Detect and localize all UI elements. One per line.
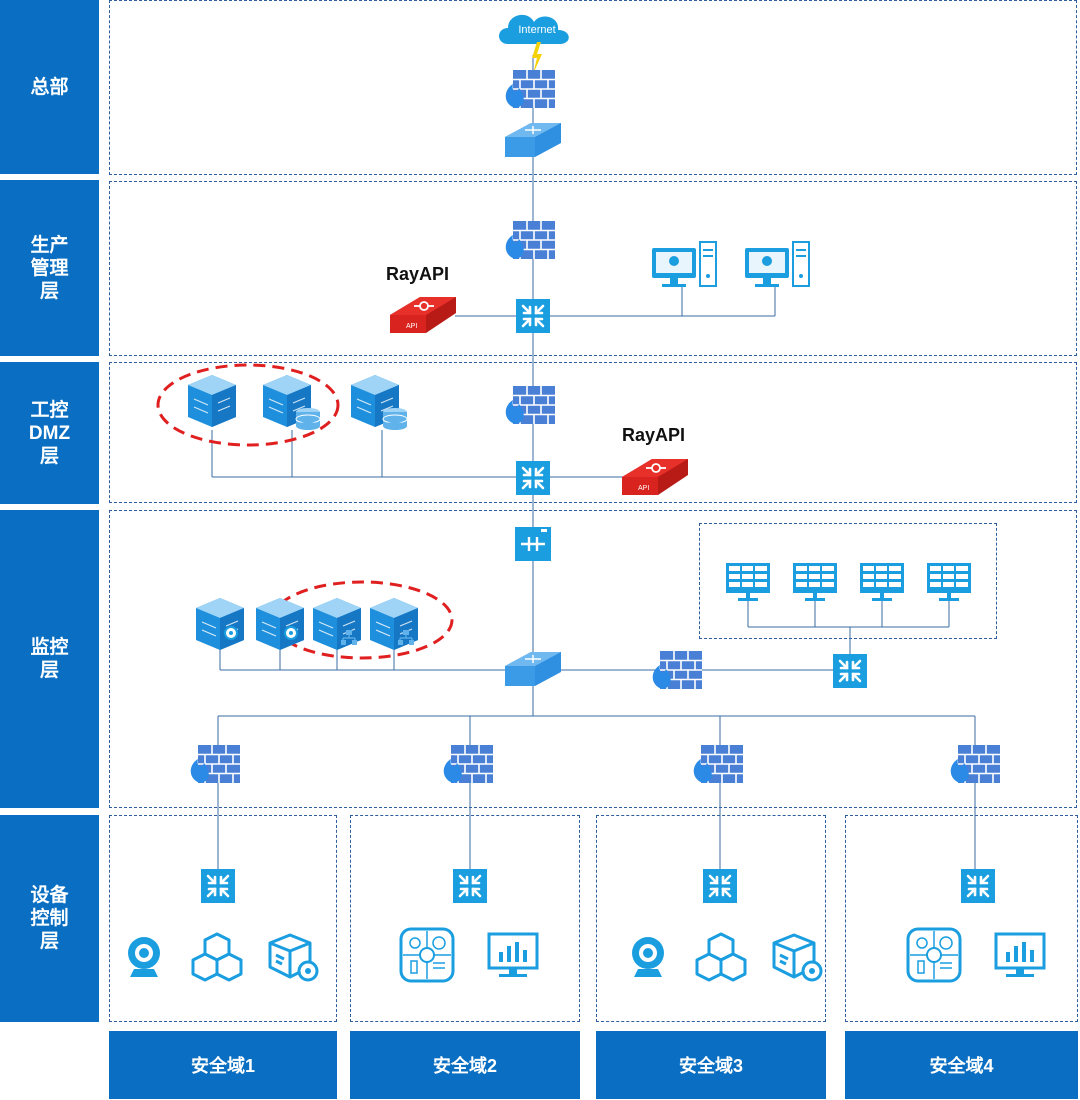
domain-button-2[interactable]: 安全域2 bbox=[350, 1031, 580, 1099]
switch-icon-domain-1[interactable] bbox=[199, 867, 237, 905]
firewall-icon-production[interactable] bbox=[504, 220, 556, 260]
gateway-icon[interactable] bbox=[513, 525, 553, 563]
server-icon-dmz-1[interactable] bbox=[187, 374, 237, 428]
workstation-icon-2[interactable] bbox=[744, 241, 810, 288]
box-gear-icon-domain-3[interactable] bbox=[772, 933, 823, 982]
workstation-icon-1[interactable] bbox=[651, 241, 717, 288]
rayapi-badge-dmz: API bbox=[638, 485, 649, 492]
firewall-icon-domain-2[interactable] bbox=[442, 744, 494, 784]
zone-domain-4 bbox=[845, 815, 1078, 1022]
layer-label-monitoring: 监控层 bbox=[0, 510, 99, 808]
database-icon-dmz-3 bbox=[382, 407, 408, 431]
server-icon-monitoring-1[interactable] bbox=[195, 597, 245, 651]
connection-lines bbox=[211, 55, 976, 870]
instrument-panel-icon-domain-2[interactable] bbox=[399, 927, 455, 983]
database-icon-dmz-2 bbox=[295, 407, 321, 431]
firewall-icon-dmz[interactable] bbox=[504, 385, 556, 425]
rayapi-label-production: RayAPI bbox=[386, 264, 450, 284]
lightning-icon bbox=[532, 42, 542, 74]
layer-label-dmz: 工控DMZ层 bbox=[0, 362, 99, 504]
switch-icon-monitoring[interactable] bbox=[831, 652, 869, 690]
router-icon-hq[interactable] bbox=[504, 122, 562, 158]
gear-icon-monitoring-2 bbox=[284, 626, 298, 640]
firewall-icon-domain-1[interactable] bbox=[189, 744, 241, 784]
highlight-ellipse-dmz bbox=[156, 363, 340, 447]
zone-production bbox=[109, 181, 1077, 356]
rayapi-device-icon-dmz[interactable] bbox=[621, 458, 689, 496]
layer-label-production: 生产管理层 bbox=[0, 180, 99, 356]
zone-domain-1 bbox=[109, 815, 337, 1022]
box-gear-icon-domain-1[interactable] bbox=[268, 933, 319, 982]
firewall-icon-monitoring[interactable] bbox=[651, 650, 703, 690]
hmi-screen-icon-4[interactable] bbox=[927, 563, 971, 601]
cubes-icon-domain-1[interactable] bbox=[191, 932, 243, 982]
switch-icon-domain-2[interactable] bbox=[451, 867, 489, 905]
zone-monitoring bbox=[109, 510, 1077, 808]
layer-label-hq: 总部 bbox=[0, 0, 99, 174]
domain-button-1[interactable]: 安全域1 bbox=[109, 1031, 337, 1099]
gear-icon-monitoring-1 bbox=[224, 626, 238, 640]
instrument-panel-icon-domain-4[interactable] bbox=[906, 927, 962, 983]
zone-hmi-group bbox=[699, 523, 997, 639]
cubes-icon-domain-3[interactable] bbox=[695, 932, 747, 982]
firewall-icon-domain-4[interactable] bbox=[949, 744, 1001, 784]
camera-icon-domain-3[interactable] bbox=[632, 937, 664, 977]
server-icon-monitoring-2[interactable] bbox=[255, 597, 305, 651]
rayapi-label-dmz: RayAPI bbox=[622, 425, 686, 445]
monitor-chart-icon-domain-2[interactable] bbox=[487, 932, 539, 979]
zone-domain-3 bbox=[596, 815, 826, 1022]
camera-icon-domain-1[interactable] bbox=[128, 937, 160, 977]
domain-button-3[interactable]: 安全域3 bbox=[596, 1031, 826, 1099]
layer-label-device: 设备控制层 bbox=[0, 815, 99, 1022]
switch-icon-dmz[interactable] bbox=[514, 459, 552, 497]
switch-icon-production[interactable] bbox=[514, 297, 552, 335]
internet-label: Internet bbox=[518, 24, 555, 36]
switch-icon-domain-4[interactable] bbox=[959, 867, 997, 905]
domain-button-4[interactable]: 安全域4 bbox=[845, 1031, 1078, 1099]
firewall-icon-domain-3[interactable] bbox=[692, 744, 744, 784]
cloud-icon bbox=[499, 14, 569, 44]
switch-icon-domain-3[interactable] bbox=[701, 867, 739, 905]
hmi-screen-icon-1[interactable] bbox=[726, 563, 770, 601]
router-icon-monitoring[interactable] bbox=[504, 651, 562, 687]
zone-dmz bbox=[109, 362, 1077, 503]
rayapi-badge-production: API bbox=[406, 323, 417, 330]
hmi-screen-icon-2[interactable] bbox=[793, 563, 837, 601]
rayapi-device-icon-production[interactable] bbox=[389, 296, 457, 334]
zone-domain-2 bbox=[350, 815, 580, 1022]
zone-hq bbox=[109, 0, 1077, 175]
hmi-screen-icon-3[interactable] bbox=[860, 563, 904, 601]
monitor-chart-icon-domain-4[interactable] bbox=[994, 932, 1046, 979]
firewall-icon-hq[interactable] bbox=[504, 69, 556, 109]
